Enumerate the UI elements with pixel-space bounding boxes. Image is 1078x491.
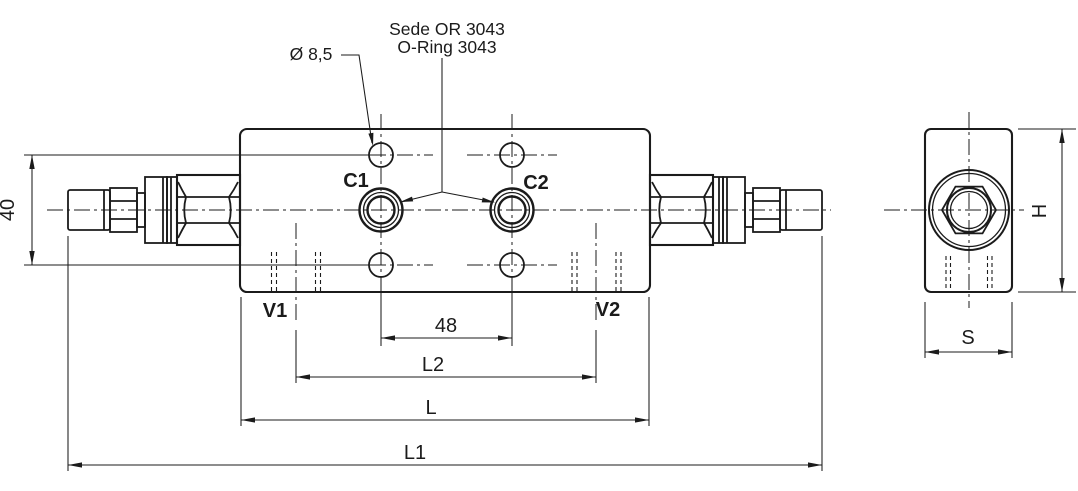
- oring-arrowhead-c1: [400, 196, 414, 202]
- c1-port: [358, 187, 404, 233]
- dimS-value: S: [961, 327, 974, 349]
- v2-port-label: V2: [596, 299, 620, 321]
- valve-body-side-view: [923, 127, 1014, 294]
- left-cartridge-hex-nut: [175, 173, 242, 247]
- hole-diameter-callout: Ø 8,5: [290, 44, 374, 146]
- side-view-outline: [923, 127, 1014, 294]
- oring-arrowhead-c2: [481, 197, 495, 203]
- oring-seat-label-line1: Sede OR 3043: [389, 19, 505, 39]
- side-view-outer-circle: [928, 169, 1010, 251]
- dimH-value: H: [1029, 204, 1051, 218]
- centerlines: [47, 112, 1024, 322]
- dimL1-value: L1: [404, 442, 426, 464]
- side-view-inner-circle: [946, 187, 992, 233]
- dim40-value: 40: [0, 199, 19, 221]
- dimension-h: H: [1018, 128, 1076, 293]
- dimension-48: 48: [380, 278, 513, 346]
- side-view-bore-circle: [949, 190, 989, 230]
- oring-seat-callout: Sede OR 3043 O-Ring 3043: [389, 19, 505, 203]
- oring-seat-label-line2: O-Ring 3043: [397, 37, 496, 57]
- dimension-l1: L1: [67, 236, 823, 471]
- dimension-l: L: [240, 297, 650, 426]
- dimL2-value: L2: [422, 354, 444, 376]
- c2-port: [489, 187, 535, 233]
- hole-diameter-label: Ø 8,5: [290, 44, 333, 64]
- c2-port-label: C2: [523, 172, 549, 194]
- left-cartridge-valve: [67, 173, 242, 247]
- dimL-value: L: [425, 397, 436, 419]
- mounting-hole-top-right: [499, 142, 525, 168]
- side-view-chamfer-circle: [931, 172, 1007, 248]
- side-view-hex-plug: [940, 185, 998, 235]
- hole-diameter-arrowhead: [368, 132, 374, 146]
- c1-port-label: C1: [343, 170, 369, 192]
- dimension-40: 40: [0, 154, 369, 266]
- right-cartridge-valve: [648, 173, 823, 247]
- v1-port-label: V1: [263, 300, 287, 322]
- hole-diameter-leader-line: [341, 54, 373, 144]
- mounting-hole-bottom-right: [499, 252, 525, 278]
- dim48-value: 48: [435, 315, 457, 337]
- dimension-s: S: [924, 302, 1013, 358]
- right-cartridge-tip: [779, 189, 823, 231]
- dimension-l2: L2: [295, 330, 597, 383]
- side-view-hidden-port-lines: [945, 256, 993, 291]
